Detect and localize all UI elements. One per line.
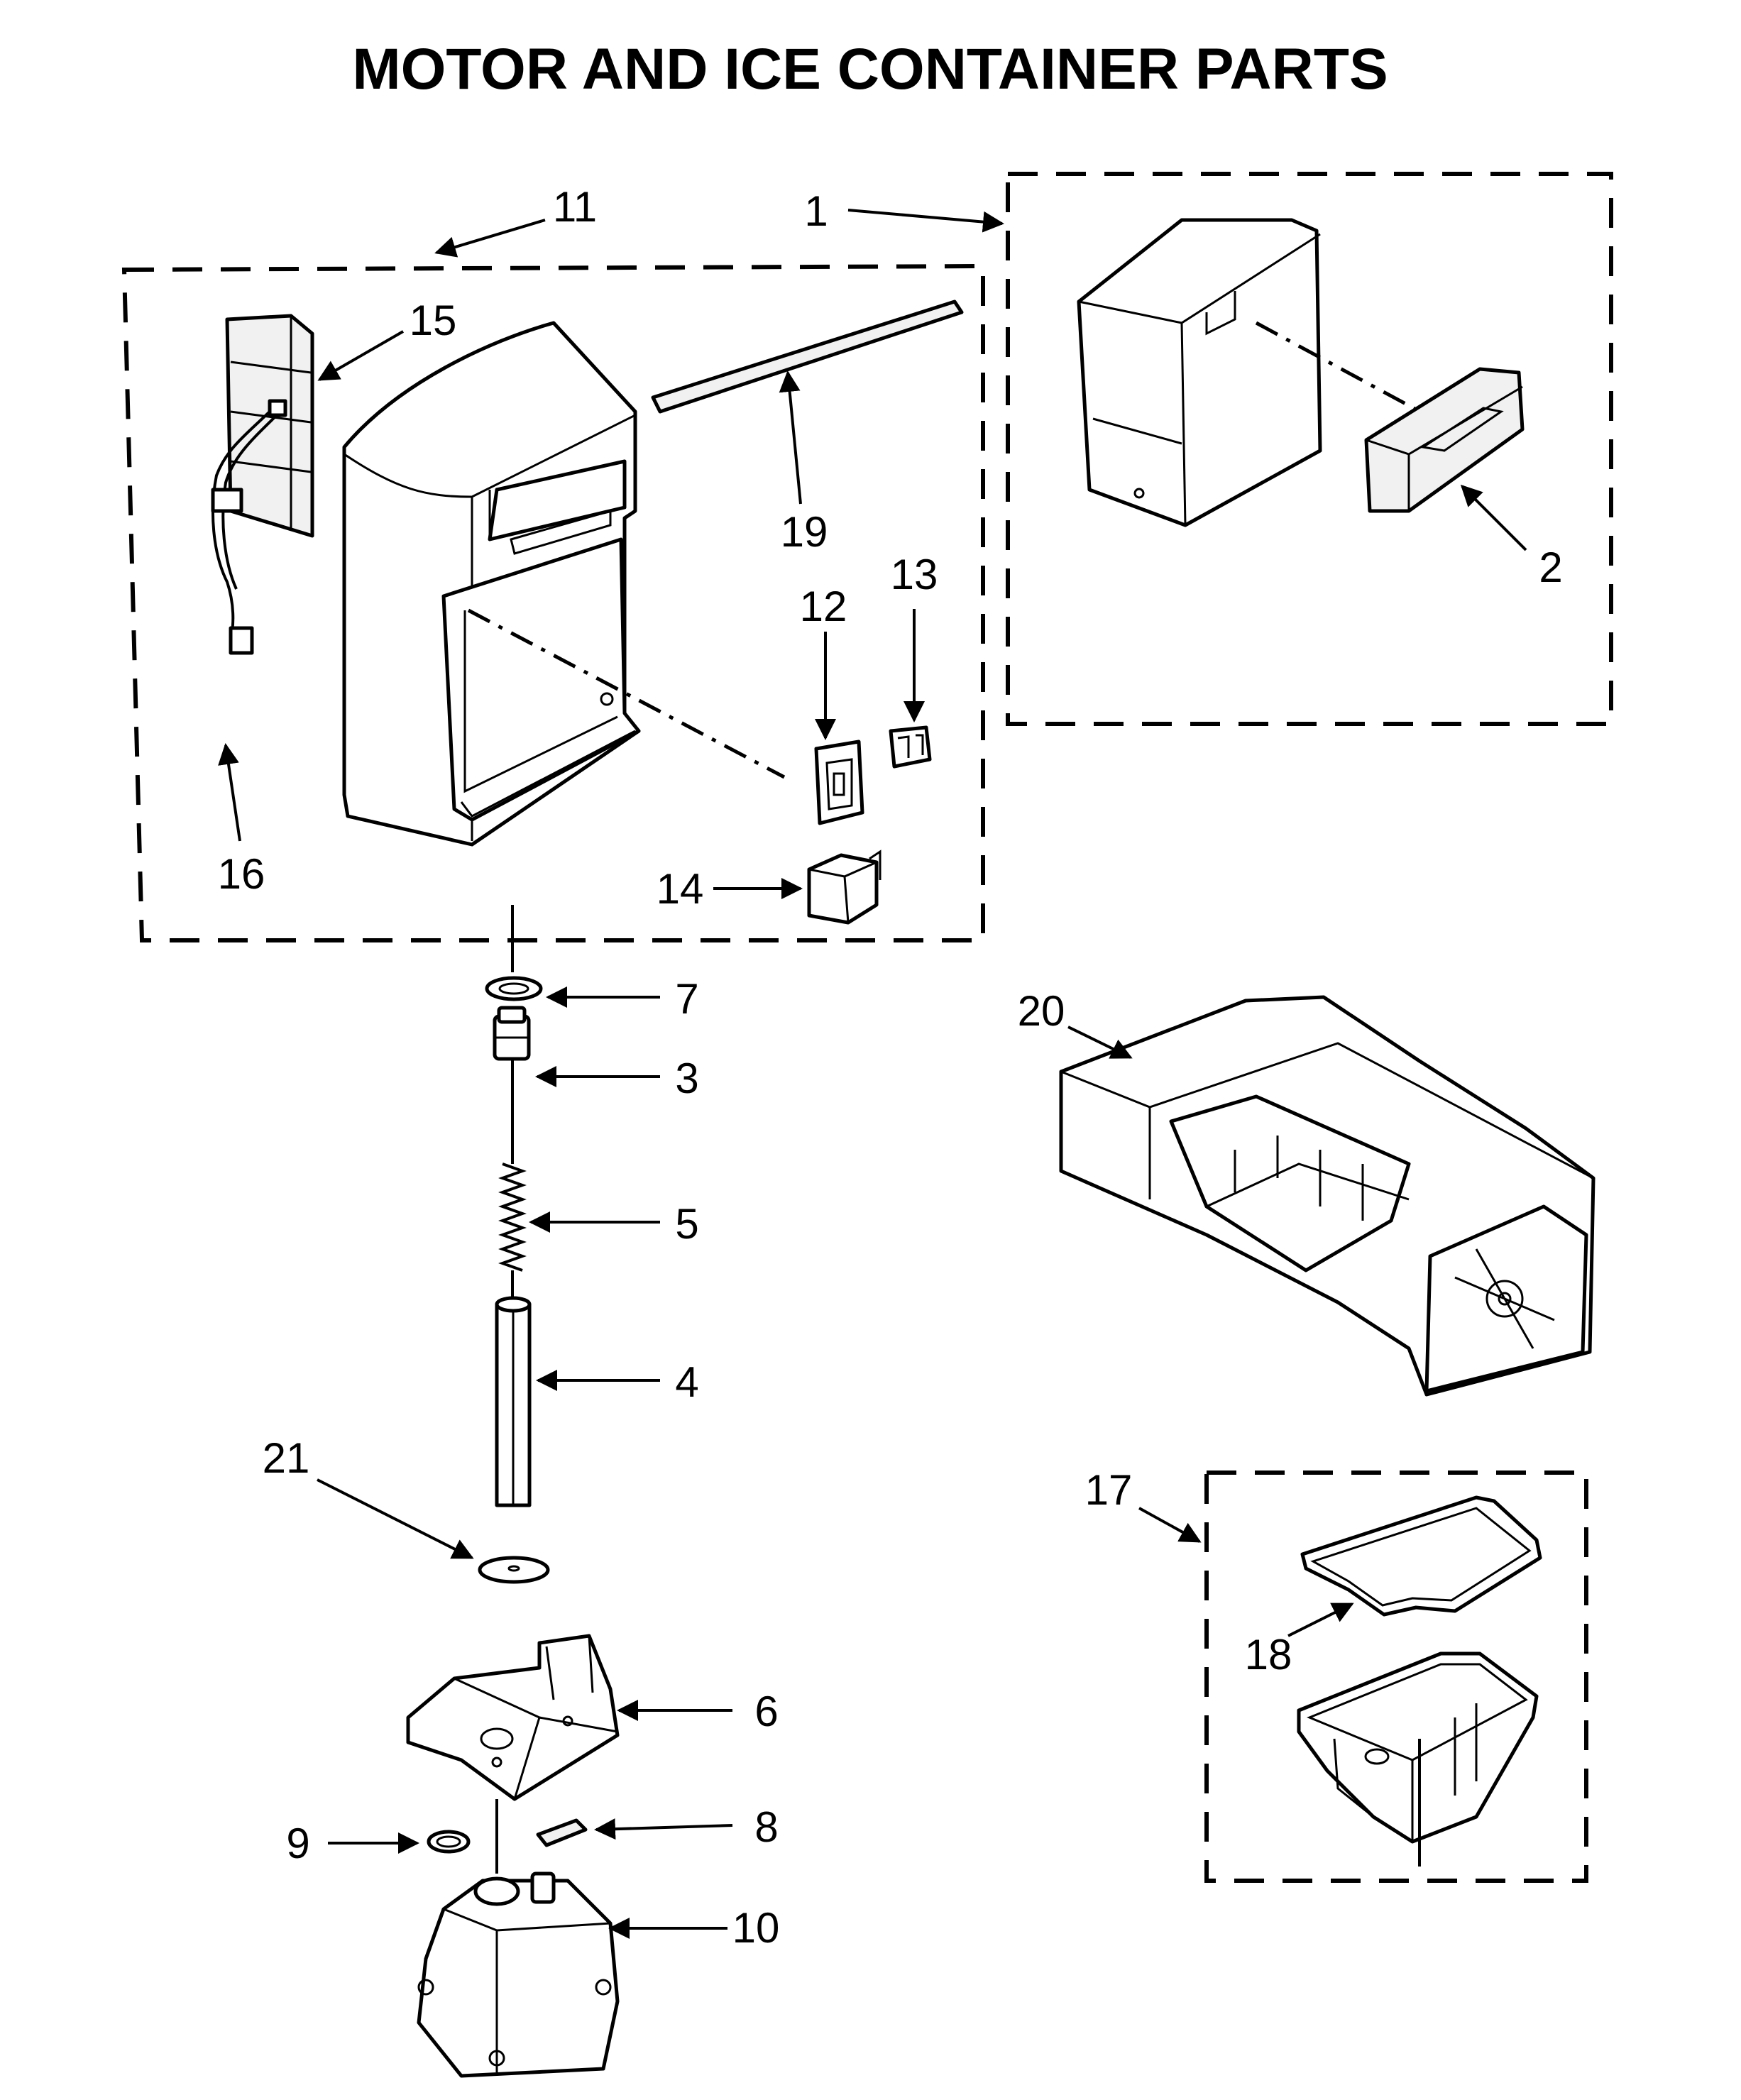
- part-7-washer: [485, 976, 543, 1001]
- callout-4: 4: [675, 1358, 698, 1406]
- callout-16-arrow: [218, 743, 241, 842]
- callout-17: 17: [1085, 1466, 1133, 1514]
- part-13-switch: [889, 725, 932, 769]
- callout-15-arrow: [317, 330, 404, 381]
- part-10-motor: [417, 1871, 620, 2078]
- diagram-title: MOTOR AND ICE CONTAINER PARTS: [352, 37, 1388, 101]
- callout-20-arrow: [1067, 1026, 1133, 1059]
- part-16-wire-harness: [211, 399, 287, 655]
- part-8-spacer: [536, 1818, 588, 1847]
- callout-16: 16: [218, 850, 265, 898]
- part-6-motor-bracket: [406, 1634, 620, 1801]
- callout-9: 9: [286, 1820, 309, 1867]
- part-3-coupler: [493, 1006, 531, 1061]
- callout-8: 8: [754, 1803, 778, 1851]
- part-4-shaft: [495, 1296, 532, 1507]
- callout-21: 21: [263, 1434, 310, 1482]
- callout-6: 6: [754, 1688, 778, 1735]
- callout-18: 18: [1245, 1631, 1292, 1678]
- callout-1: 1: [804, 187, 828, 235]
- part-21-washer: [478, 1556, 550, 1584]
- callout-1-arrow: [847, 209, 1004, 233]
- callout-13: 13: [891, 551, 938, 598]
- callout-2-arrow: [1460, 484, 1527, 551]
- callout-8-arrow: [594, 1818, 733, 1840]
- assembly-1-boundary: [1006, 172, 1613, 726]
- callout-19: 19: [781, 508, 828, 556]
- part-14-relay: [807, 850, 882, 925]
- callout-3: 3: [675, 1055, 698, 1102]
- callout-15: 15: [410, 297, 457, 344]
- callout-19-arrow: [779, 370, 802, 505]
- part-17-base: [1297, 1651, 1539, 1867]
- part-5-spring: [498, 1162, 527, 1272]
- part-19-gasket: [651, 299, 964, 414]
- callout-17-arrow: [1138, 1507, 1202, 1543]
- part-12-switch-bracket: [814, 740, 864, 825]
- callout-11: 11: [553, 183, 597, 231]
- part-20-ice-maker: [1059, 995, 1596, 1397]
- part-18-gasket: [1300, 1495, 1542, 1617]
- callout-12: 12: [800, 583, 847, 630]
- callout-14: 14: [657, 865, 704, 913]
- callout-2: 2: [1539, 544, 1562, 591]
- alignment-line-2: [1255, 321, 1428, 417]
- part-15-panel: [225, 314, 314, 538]
- callout-21-arrow: [317, 1478, 474, 1559]
- callout-5: 5: [675, 1200, 698, 1248]
- part-11-dispenser-housing: [342, 321, 641, 847]
- callout-18-arrow: [1287, 1603, 1354, 1637]
- alignment-line-12: [467, 608, 786, 779]
- part-9-ring: [427, 1830, 471, 1854]
- assembly-17-boundary: [1204, 1470, 1588, 1883]
- callout-11-arrow: [434, 219, 546, 258]
- part-1-ice-container: [1077, 218, 1322, 527]
- callout-10: 10: [732, 1904, 780, 1952]
- part-2-clip: [1364, 367, 1525, 513]
- callout-7: 7: [675, 975, 698, 1023]
- callout-20: 20: [1018, 987, 1065, 1035]
